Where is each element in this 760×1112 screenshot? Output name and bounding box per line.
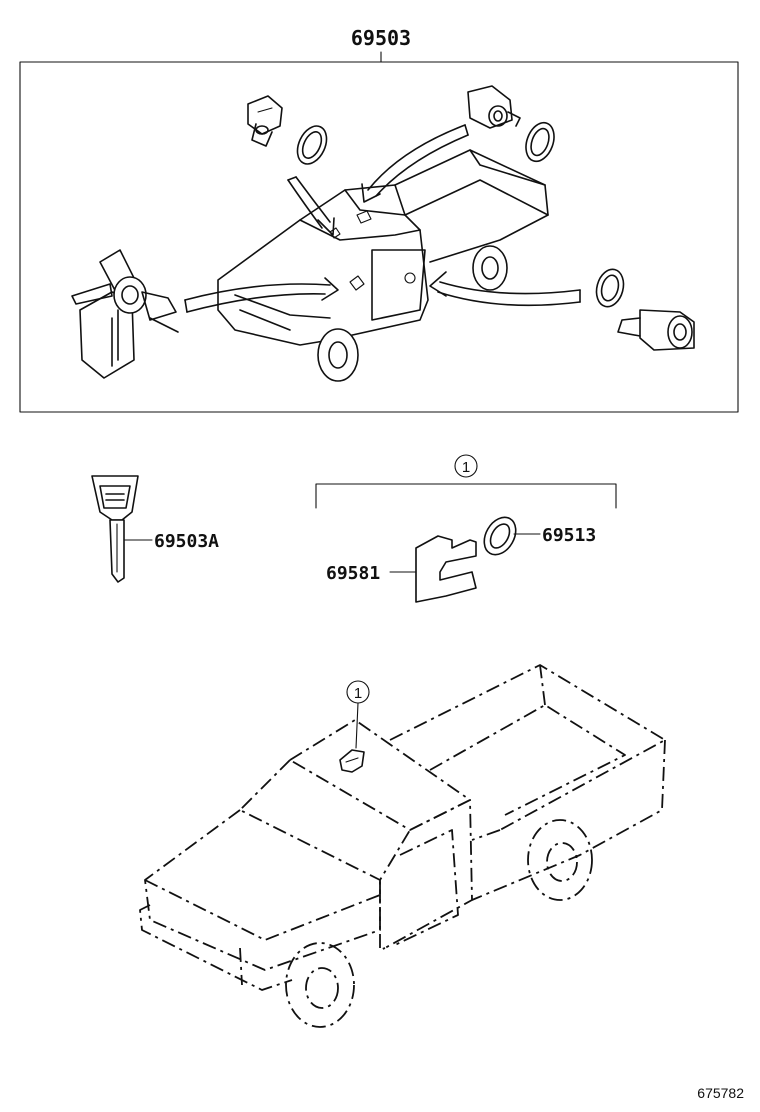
reference-number-top: 1 xyxy=(462,459,470,476)
lock-location-marker xyxy=(339,749,365,773)
gasket-ring-1 xyxy=(296,125,328,165)
arrow-back-door xyxy=(361,124,469,203)
part-number-69503: 69503 xyxy=(351,26,411,50)
ignition-lock-with-key xyxy=(71,249,179,379)
gasket-ring-2 xyxy=(525,121,555,163)
reference-circle-top xyxy=(454,454,478,478)
reference-number-truck: 1 xyxy=(354,685,362,702)
part-number-69503A: 69503A xyxy=(154,531,219,552)
part-number-69513: 69513 xyxy=(542,525,596,546)
drawing-code: 675782 xyxy=(697,1085,744,1101)
back-door-lock-cylinder xyxy=(467,85,521,129)
part-number-69581: 69581 xyxy=(326,563,380,584)
kit-frame xyxy=(19,61,739,413)
group-bracket xyxy=(315,483,617,509)
truck-location-outline xyxy=(139,664,666,1028)
arrow-ignition xyxy=(184,277,339,313)
glovebox-lock-cylinder xyxy=(247,95,283,147)
gasket-ring-3 xyxy=(595,268,625,308)
truck-overview-solid xyxy=(217,149,549,382)
arrow-door xyxy=(429,271,581,307)
arrow-glovebox xyxy=(287,176,335,236)
retainer-69581 xyxy=(415,535,477,603)
gasket-69513 xyxy=(483,516,517,556)
reference-leader-truck xyxy=(355,702,359,749)
key-69503A xyxy=(91,475,139,583)
door-lock-cylinder xyxy=(617,309,695,351)
